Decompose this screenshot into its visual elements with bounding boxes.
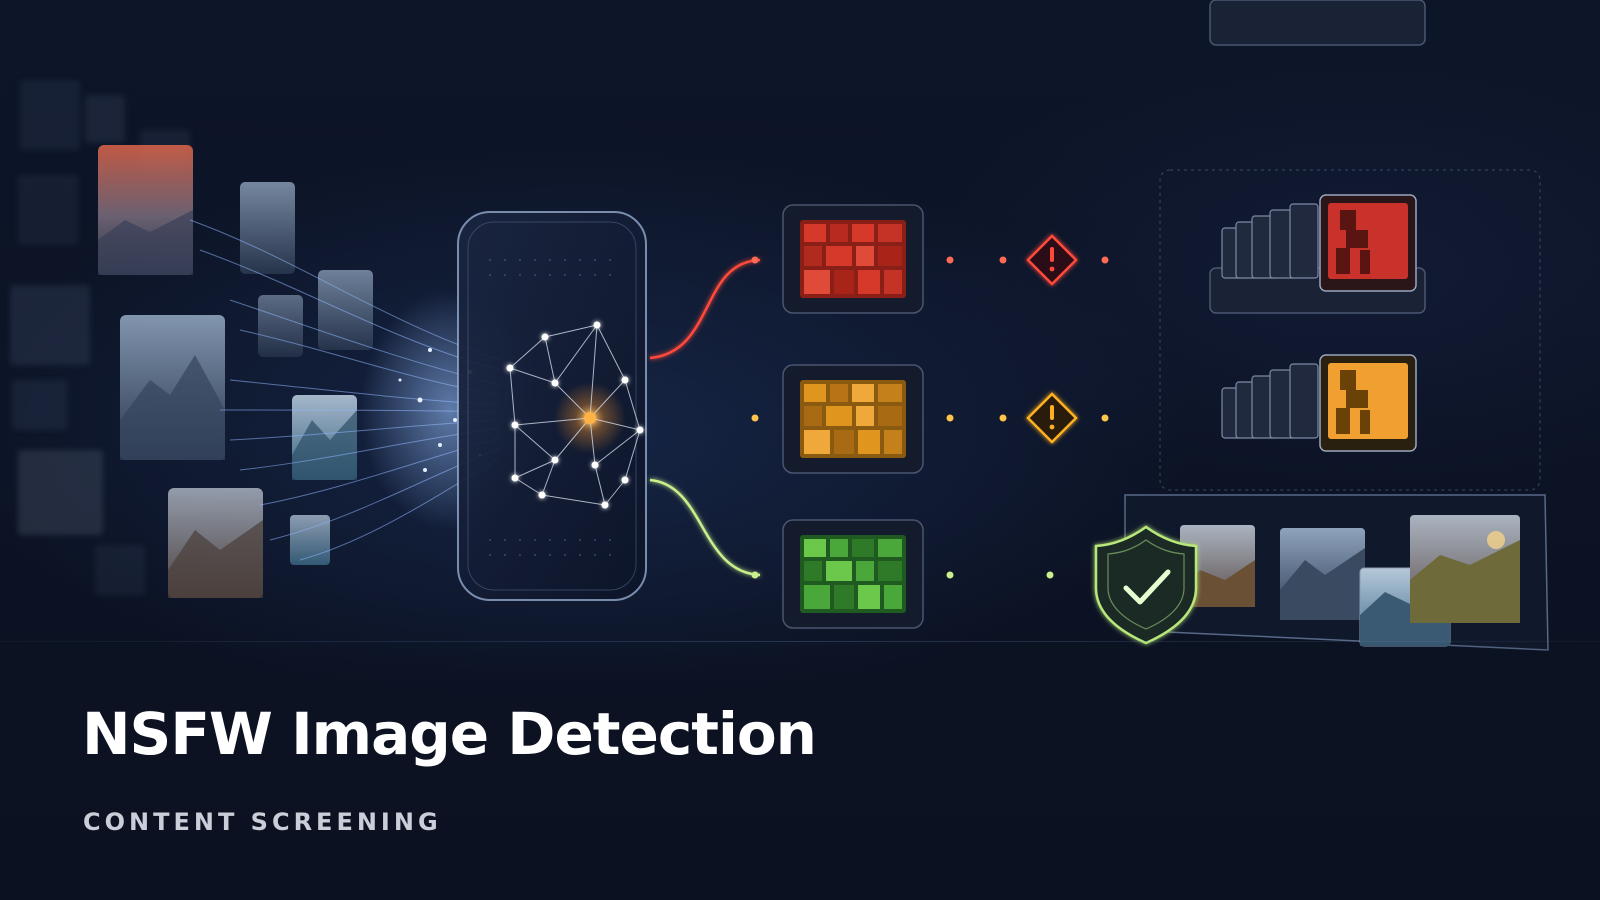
tile-amber <box>782 364 924 474</box>
tile-red <box>782 204 924 314</box>
incoming-images <box>10 80 373 598</box>
red-image-stack <box>1209 194 1426 314</box>
page-title: NSFW Image Detection <box>82 700 817 768</box>
page-subtitle: CONTENT SCREENING <box>83 808 442 836</box>
scanner-panel <box>457 211 647 601</box>
approved-gallery <box>1124 494 1549 651</box>
tile-green <box>782 519 924 629</box>
floor-reflection <box>0 640 1600 900</box>
branch-amber <box>650 414 1210 422</box>
warning-diamond-icon <box>1026 234 1078 286</box>
amber-image-stack <box>1209 0 1426 452</box>
warning-diamond-icon <box>1026 392 1078 444</box>
quarantine-zone <box>1159 169 1541 491</box>
neural-network <box>506 321 644 509</box>
branch-red <box>649 256 1210 360</box>
floor-horizon-line <box>0 641 1600 642</box>
